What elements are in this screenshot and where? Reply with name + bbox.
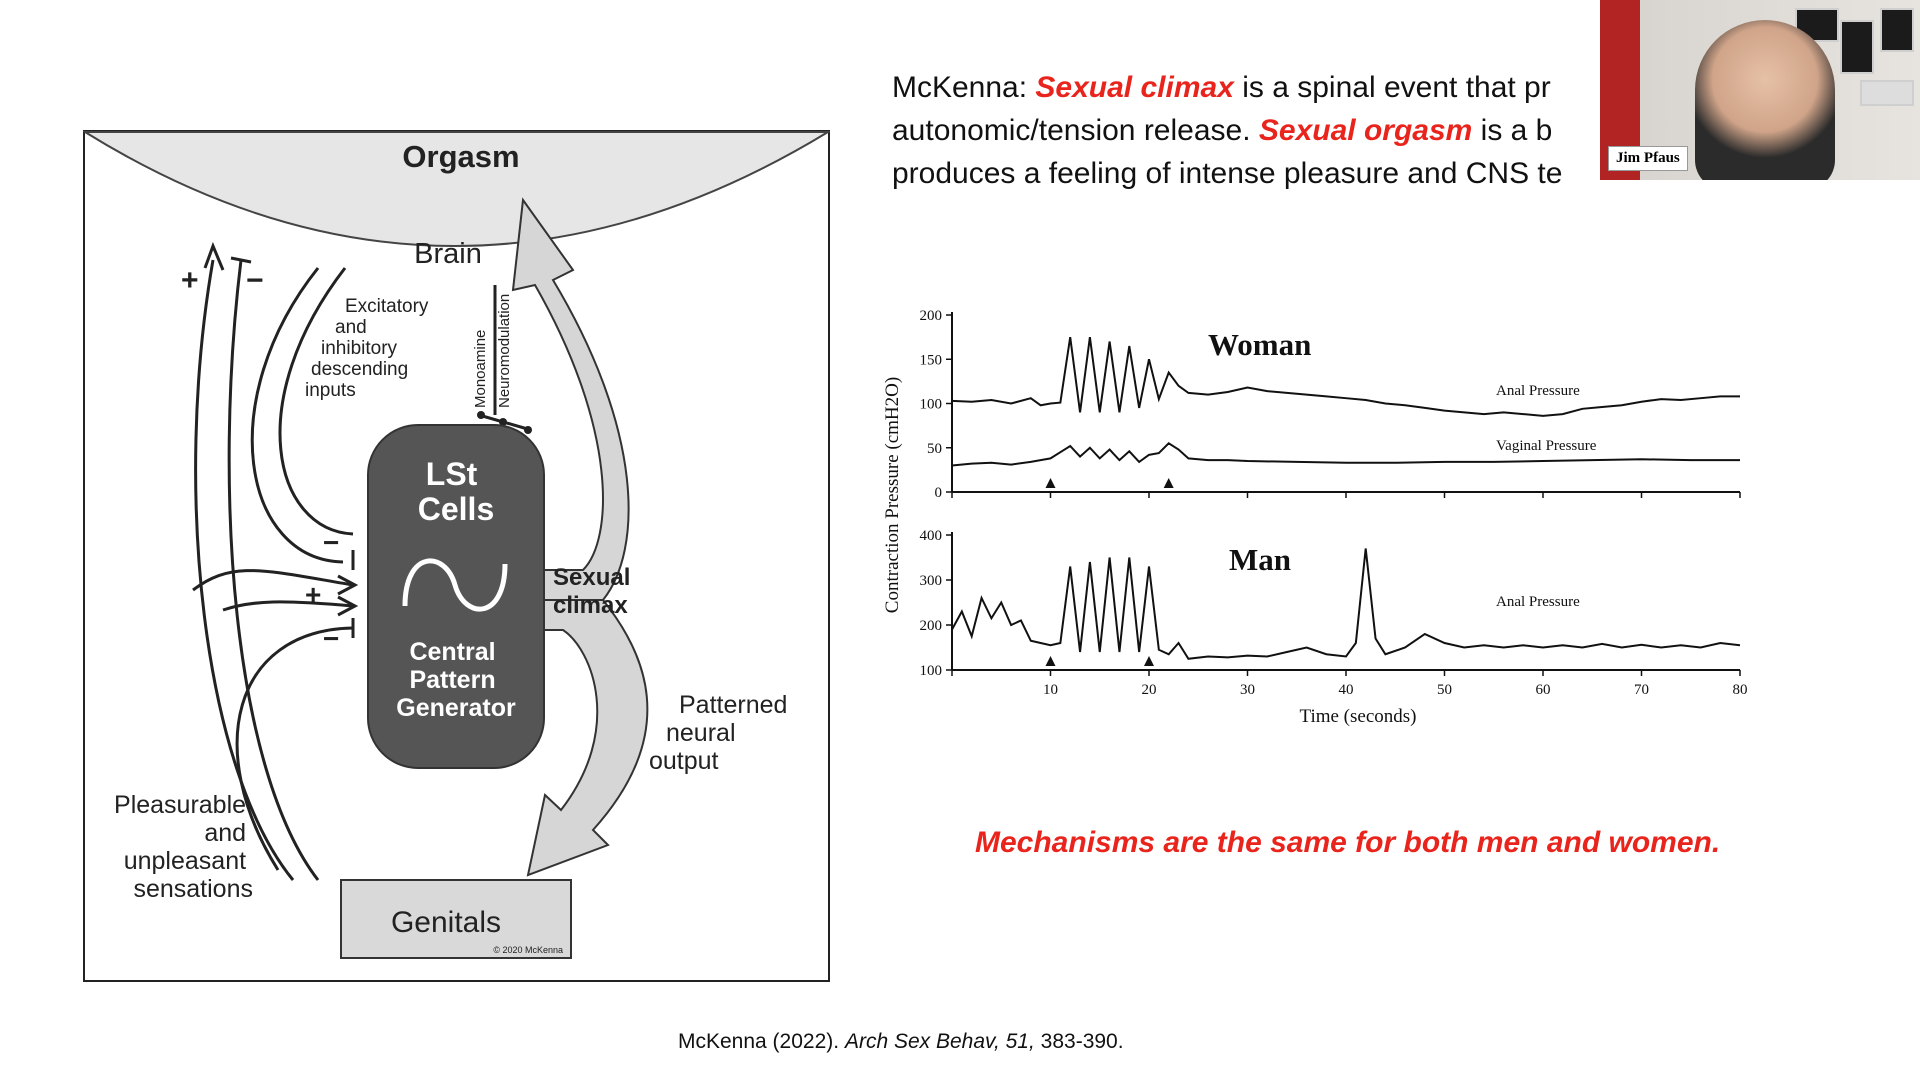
intro-line-2: autonomic/tension release. Sexual orgasm…: [892, 109, 1852, 152]
citation-author: McKenna (2022).: [678, 1030, 845, 1053]
arrow-up-icon: [203, 241, 225, 271]
x-tick-label: 30: [1240, 682, 1255, 698]
neuromodulation-label: Neuromodulation: [496, 294, 513, 408]
sensory-pathway-line: [235, 626, 354, 871]
citation: McKenna (2022). Arch Sex Behav, 51, 383-…: [678, 1030, 1124, 1054]
x-tick-label: 50: [1437, 682, 1452, 698]
series-line: [951, 442, 1740, 467]
synapse-dot: [524, 426, 532, 434]
sensations-label: Pleasurable and unpleasant sensations: [114, 791, 253, 903]
spinal-orgasm-diagram: Orgasm Brain + − − + − Excitatory: [83, 130, 830, 982]
series-label: Vaginal Pressure: [1496, 438, 1597, 454]
y-tick-label: 0: [935, 485, 943, 501]
descending-input-outer: [250, 267, 344, 564]
sign-minus-1: −: [323, 527, 339, 558]
y-tick-label: 100: [920, 397, 943, 413]
genitals-box: [340, 879, 572, 959]
pressure-chart: Contraction Pressure (cmH2O) 200 150 100 50 0…: [876, 300, 1776, 740]
excitatory-input-line: [192, 569, 354, 592]
pressure-chart-svg: Contraction Pressure (cmH2O) 200 150 100 50 0…: [882, 308, 1748, 727]
x-tick-label: 40: [1339, 682, 1354, 698]
ascending-pathway-plus: [194, 259, 295, 881]
intro-text: McKenna: Sexual climax is a spinal event…: [892, 66, 1852, 195]
x-tick-label: 60: [1536, 682, 1551, 698]
term-sexual-orgasm: Sexual orgasm: [1258, 114, 1473, 147]
marker-triangle: [1045, 478, 1056, 488]
copyright-label: © 2020 McKenna: [493, 945, 563, 955]
marker-triangle: [1163, 478, 1174, 488]
x-tick-label: 20: [1142, 682, 1157, 698]
ascending-pathway-minus: [227, 259, 320, 881]
x-axis-label: Time (seconds): [1300, 706, 1417, 727]
y-tick-label: 400: [920, 528, 943, 544]
x-tick-label: 80: [1733, 682, 1748, 698]
intro-mid-1: is a spinal event that pr: [1233, 71, 1551, 104]
term-sexual-climax: Sexual climax: [1035, 71, 1234, 104]
lst-cells-label: LSt Cells: [418, 456, 494, 527]
marker-triangle: [1144, 656, 1154, 666]
sine-wave-icon: [402, 558, 508, 612]
sexual-climax-label: Sexual climax: [553, 564, 637, 619]
wall-frame: [1840, 20, 1874, 74]
arrow-right-icon: [337, 574, 359, 596]
panel-title: Woman: [1208, 327, 1311, 362]
intro-mid-2: is a b: [1472, 114, 1553, 147]
conclusion-text: Mechanisms are the same for both men and…: [975, 826, 1721, 859]
speaker-name-label: Jim Pfaus: [1608, 146, 1688, 171]
sign-minus-2: −: [323, 623, 339, 654]
patterned-output-label: Patterned neural output: [649, 691, 794, 775]
intro-prefix: McKenna:: [892, 71, 1036, 104]
intro-line-2-start: autonomic/tension release.: [892, 114, 1259, 147]
webcam-video-tile[interactable]: Jim Pfaus: [1600, 0, 1920, 180]
y-tick-label: 150: [920, 352, 943, 368]
arrow-right-icon: [337, 595, 359, 617]
synapse-dot: [499, 418, 507, 426]
panel-title: Man: [1229, 542, 1291, 577]
lst-cells-block: [367, 424, 545, 769]
citation-journal: Arch Sex Behav, 51,: [844, 1030, 1035, 1053]
orgasm-label: Orgasm: [402, 139, 519, 174]
monoamine-label: Monoamine: [472, 330, 489, 408]
brain-region: [83, 131, 830, 247]
wall-frame: [1880, 8, 1914, 52]
citation-pages: 383-390.: [1034, 1030, 1124, 1053]
x-tick-label: 70: [1634, 682, 1649, 698]
descending-input-inner: [278, 267, 354, 536]
brain-label: Brain: [414, 238, 482, 270]
excitatory-label: Excitatory and inhibitory descending inp…: [305, 296, 434, 401]
minus-top-sign: −: [246, 264, 264, 297]
wall-frame: [1860, 80, 1914, 106]
diagram-svg: Orgasm Brain + − − + − Excitatory: [83, 130, 830, 982]
excitatory-input-line-2: [222, 600, 354, 612]
x-tick-label: 10: [1043, 682, 1058, 698]
intro-line-3: produces a feeling of intense pleasure a…: [892, 157, 1563, 190]
cpg-label: Central Pattern Generator: [396, 638, 516, 722]
series-label: Anal Pressure: [1496, 383, 1580, 399]
y-tick-label: 300: [920, 573, 943, 589]
ascending-climax-arrow: [511, 197, 630, 601]
y-axis-label: Contraction Pressure (cmH2O): [882, 377, 903, 613]
plus-top-sign: +: [181, 264, 199, 297]
series-line: [951, 548, 1741, 660]
marker-triangle: [1045, 656, 1056, 666]
intro-line-1: McKenna: Sexual climax is a spinal event…: [892, 66, 1852, 109]
speaker-avatar: [1695, 20, 1835, 180]
patterned-output-arrow: [526, 599, 649, 877]
y-tick-label: 200: [920, 618, 943, 634]
y-tick-label: 50: [927, 441, 942, 457]
inhibit-bar-icon: [230, 256, 252, 264]
y-tick-label: 200: [920, 308, 943, 324]
series-label: Anal Pressure: [1496, 594, 1580, 610]
sign-plus-1: +: [305, 579, 321, 610]
synapse-dot: [477, 411, 485, 419]
series-line: [951, 336, 1740, 417]
y-tick-label: 100: [920, 663, 943, 679]
genitals-label: Genitals: [391, 906, 501, 939]
